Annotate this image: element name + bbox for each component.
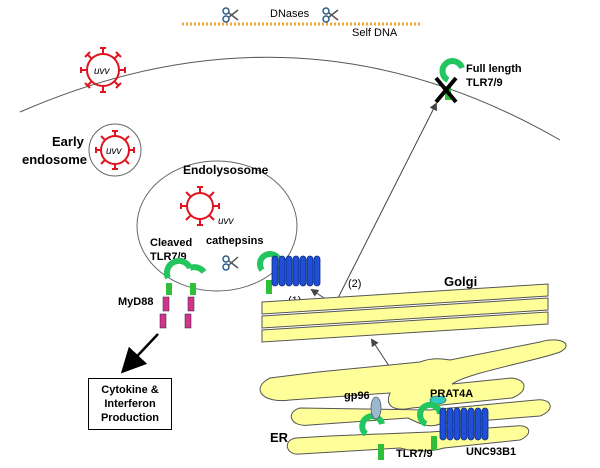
myd88-label: MyD88 <box>118 296 153 308</box>
gp96-label: gp96 <box>344 390 370 402</box>
early-endosome-label-line1: Early <box>52 134 85 149</box>
cytokine-label-line1: Cytokine & <box>101 384 159 396</box>
virus-icon: uvv <box>95 130 135 170</box>
golgi-label: Golgi <box>444 274 477 289</box>
cytokine-label-line2: Interferon <box>104 398 156 410</box>
full-length-label-line2: TLR7/9 <box>466 77 503 89</box>
early-endosome: uvv <box>88 123 142 177</box>
self-dna-label: Self DNA <box>352 27 398 39</box>
unc93b1-er-complex-icon <box>417 395 489 450</box>
er-label: ER <box>270 430 289 445</box>
cathepsins-label: cathepsins <box>206 235 263 247</box>
early-endosome-label-line2: endosome <box>22 152 87 167</box>
endolysosome <box>136 160 298 292</box>
cathepsin-scissors-icon <box>222 255 239 271</box>
released-dna-text: uvv <box>218 216 235 227</box>
signaling-arrow <box>120 333 159 374</box>
endolysosome-label: Endolysosome <box>183 163 269 177</box>
endoplasmic-reticulum <box>259 339 567 427</box>
step2-label: (2) <box>348 278 361 290</box>
route2-arrow <box>335 102 437 303</box>
prat4a-label: PRAT4A <box>430 388 473 400</box>
cleaved-tlr-icon <box>163 257 207 280</box>
dnases-label: DNases <box>270 8 310 20</box>
unc93b1-label: UNC93B1 <box>466 446 516 458</box>
plasma-membrane <box>19 56 561 141</box>
myd88-adapter-icon <box>159 283 196 329</box>
full-length-tlr-icon <box>434 58 465 104</box>
cleaved-label-line1: Cleaved <box>150 237 192 249</box>
virus-icon: uvv <box>80 47 126 93</box>
dnase-scissors-icon <box>322 7 339 23</box>
unc93b1-tlr-complex-icon <box>257 251 321 294</box>
virus-icon <box>180 186 220 226</box>
virus-dna-text: uvv <box>94 66 111 77</box>
cytokine-label-line3: Production <box>100 412 160 424</box>
golgi-apparatus <box>261 283 549 343</box>
full-length-label-line1: Full length <box>466 63 522 75</box>
virus-dna-text: uvv <box>106 146 123 157</box>
cytokine-production-box: Cytokine & Interferon Production <box>88 378 172 430</box>
gp96-tlr-icon <box>359 396 385 460</box>
dnase-scissors-icon <box>222 7 239 23</box>
tlr79-er-label: TLR7/9 <box>396 448 433 460</box>
